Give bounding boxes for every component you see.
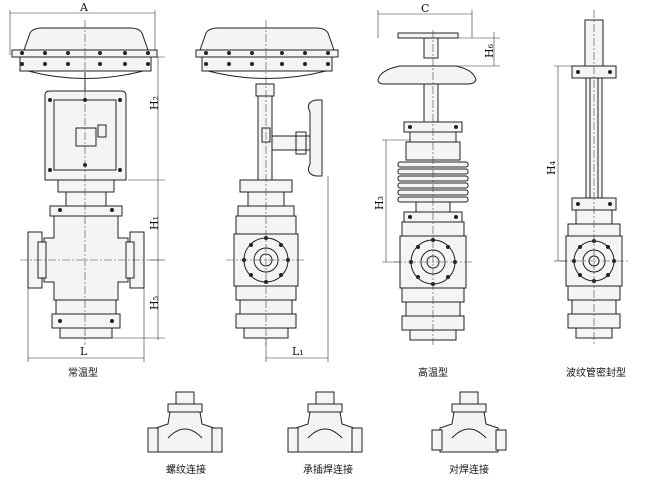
view-normal-side xyxy=(195,20,339,362)
dim-label-H2: H₂ xyxy=(148,95,161,110)
dim-label-H3: H₃ xyxy=(373,195,386,210)
connection-butt-weld xyxy=(431,391,507,453)
view-high-temp xyxy=(377,10,500,345)
dim-label-H6: H₆ xyxy=(483,43,496,58)
caption-socket-weld: 承插焊连接 xyxy=(303,465,353,476)
dim-label-A: A xyxy=(80,1,88,14)
dim-label-L1: L₁ xyxy=(292,345,304,358)
dim-label-L: L xyxy=(80,345,88,358)
dim-label-C: C xyxy=(421,2,430,15)
caption-normal-temp: 常温型 xyxy=(68,368,98,379)
dim-label-H5: H₅ xyxy=(148,295,161,310)
view-normal-front xyxy=(9,10,165,362)
caption-threaded: 螺纹连接 xyxy=(166,465,206,476)
caption-bellows-seal: 波纹管密封型 xyxy=(566,368,626,379)
view-bellows-seal xyxy=(554,10,630,345)
connection-threaded xyxy=(147,391,223,453)
caption-high-temp: 高温型 xyxy=(418,368,448,379)
caption-butt-weld: 对焊连接 xyxy=(449,465,489,476)
dim-label-H4: H₄ xyxy=(545,160,558,175)
dim-label-H1: H₁ xyxy=(148,215,161,230)
connection-socket-weld xyxy=(287,391,363,453)
